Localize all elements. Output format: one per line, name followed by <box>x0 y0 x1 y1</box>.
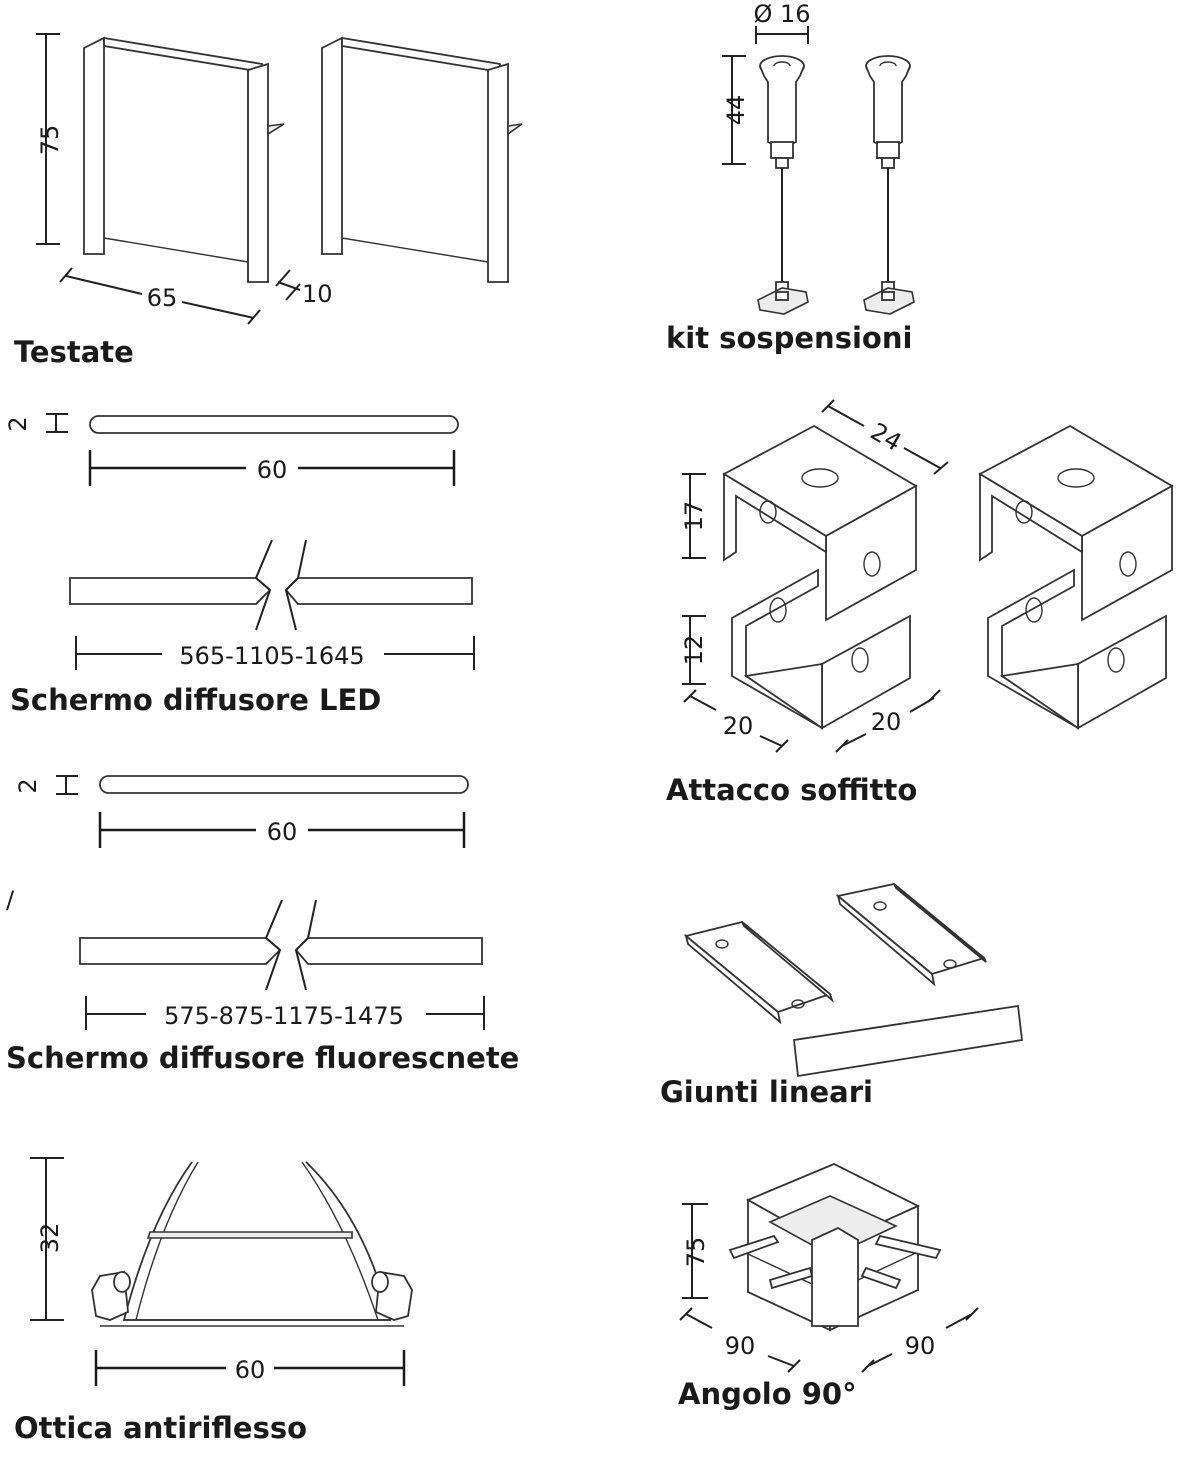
led-width-dim: 60 <box>257 456 288 484</box>
testate-drawing: 75 65 10 <box>36 33 523 325</box>
fluo-width-dim: 60 <box>267 818 298 846</box>
schermo-fluo-title: Schermo diffusore fluorescnete <box>6 1041 519 1075</box>
schermo-led-title: Schermo diffusore LED <box>10 683 381 717</box>
testate-depth-dim: 10 <box>302 280 333 308</box>
kit-diameter-dim: Ø 16 <box>753 0 810 28</box>
attacco-lower-dim: 12 <box>680 635 708 666</box>
fluo-lengths-dim: 575-875-1175-1475 <box>164 1002 404 1030</box>
ottica-drawing: 32 60 <box>30 1157 413 1386</box>
testate-height-dim: 75 <box>36 125 64 156</box>
led-lengths-dim: 565-1105-1645 <box>179 642 364 670</box>
angolo-height-dim: 75 <box>682 1237 710 1268</box>
testate-width-dim: 65 <box>147 284 178 312</box>
ottica-title: Ottica antiriflesso <box>14 1411 307 1445</box>
led-thickness-dim: 2 <box>4 416 32 431</box>
giunti-lineari-title: Giunti lineari <box>660 1075 873 1109</box>
attacco-soffitto-title: Attacco soffitto <box>666 773 917 807</box>
ottica-height-dim: 32 <box>36 1223 64 1254</box>
attacco-upper-dim: 17 <box>680 501 708 532</box>
attacco-right-dim: 20 <box>871 708 902 736</box>
angolo-title: Angolo 90° <box>678 1377 857 1411</box>
attacco-left-dim: 20 <box>723 712 754 740</box>
kit-height-dim: 44 <box>722 95 750 126</box>
testate-title: Testate <box>14 335 134 369</box>
schermo-led-drawing: 2 60 565-1105-1645 <box>4 413 475 670</box>
schermo-fluo-drawing: 2 60 / 575-875-1175-1475 <box>6 775 485 1030</box>
angolo-left-dim: 90 <box>725 1332 756 1360</box>
attacco-soffitto-drawing: 24 17 12 <box>680 399 1174 753</box>
fluo-marker: / <box>6 886 15 914</box>
kit-sospensioni-title: kit sospensioni <box>666 321 912 355</box>
giunti-lineari-drawing <box>684 883 1023 1078</box>
angolo-drawing: 75 90 90 <box>679 1163 979 1373</box>
attacco-depth-dim: 24 <box>866 417 906 457</box>
kit-sospensioni-drawing: Ø 16 44 <box>722 0 915 315</box>
fluo-thickness-dim: 2 <box>14 778 42 793</box>
ottica-width-dim: 60 <box>235 1356 266 1384</box>
angolo-right-dim: 90 <box>905 1332 936 1360</box>
